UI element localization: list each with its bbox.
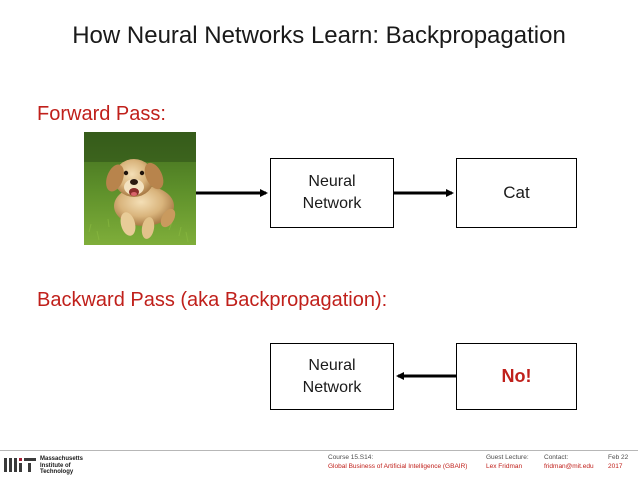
institute-name: Massachusetts Institute of Technology [40,456,83,476]
puppy-photo [84,132,196,245]
lecture-info: Guest Lecture: Lex Fridman [486,453,529,471]
contact-info: Contact: fridman@mit.edu [544,453,594,471]
network-label-line2: Network [302,378,362,396]
backward-pass-label: Backward Pass (aka Backpropagation): [37,289,388,311]
network-label-line1: Neural [308,173,356,191]
feedback-box: No! [456,343,577,410]
institute-name-line3: Technology [40,469,74,475]
date-info: Feb 22 2017 [608,453,628,471]
network-label-line2: Network [302,195,362,212]
course-info: Course 15.S14: Global Business of Artifi… [328,453,467,471]
lecture-heading: Guest Lecture: [486,454,529,461]
contact-heading: Contact: [544,454,569,461]
neural-network-box-forward: Neural Network [270,158,394,228]
mit-logo-icon [4,458,36,472]
lecturer-name: Lex Fridman [486,463,523,470]
feedback-label: No! [501,366,532,387]
date-day: Feb 22 [608,454,629,461]
network-label-line1: Neural [308,356,356,374]
date-year: 2017 [608,463,623,470]
forward-pass-label: Forward Pass: [37,103,166,125]
output-box: Cat [456,158,577,228]
contact-email: fridman@mit.edu [544,463,594,470]
neural-network-box-backward: Neural Network [270,343,394,410]
course-title: Global Business of Artificial Intelligen… [328,463,468,470]
output-label: Cat [503,182,530,202]
footer-divider [0,450,638,451]
institute-name-line1: Massachusetts [40,456,84,462]
course-code: Course 15.S14: [328,454,374,461]
institute-name-line2: Institute of [40,462,71,469]
slide-title: How Neural Networks Learn: Backpropagati… [72,22,566,49]
